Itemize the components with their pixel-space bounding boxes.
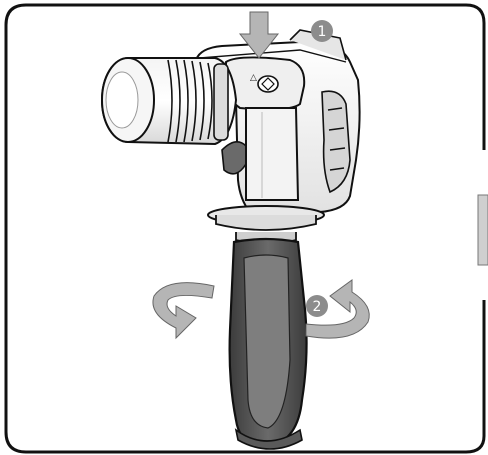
- mode-symbol: △: [250, 73, 257, 83]
- auxiliary-handle: [230, 239, 307, 449]
- rotate-arrow-icon: [153, 283, 214, 338]
- step-1-label: 1: [318, 24, 327, 40]
- gearbox-collar: △: [226, 57, 304, 109]
- step-2-label: 2: [313, 299, 322, 315]
- handle-neck: [246, 108, 298, 200]
- drill-chuck: [102, 58, 236, 144]
- side-tab-icon: [476, 150, 488, 300]
- depth-gauge-clip: [222, 142, 246, 174]
- step-badge-1: 1: [311, 20, 333, 42]
- step-badge-2: 2: [306, 295, 328, 317]
